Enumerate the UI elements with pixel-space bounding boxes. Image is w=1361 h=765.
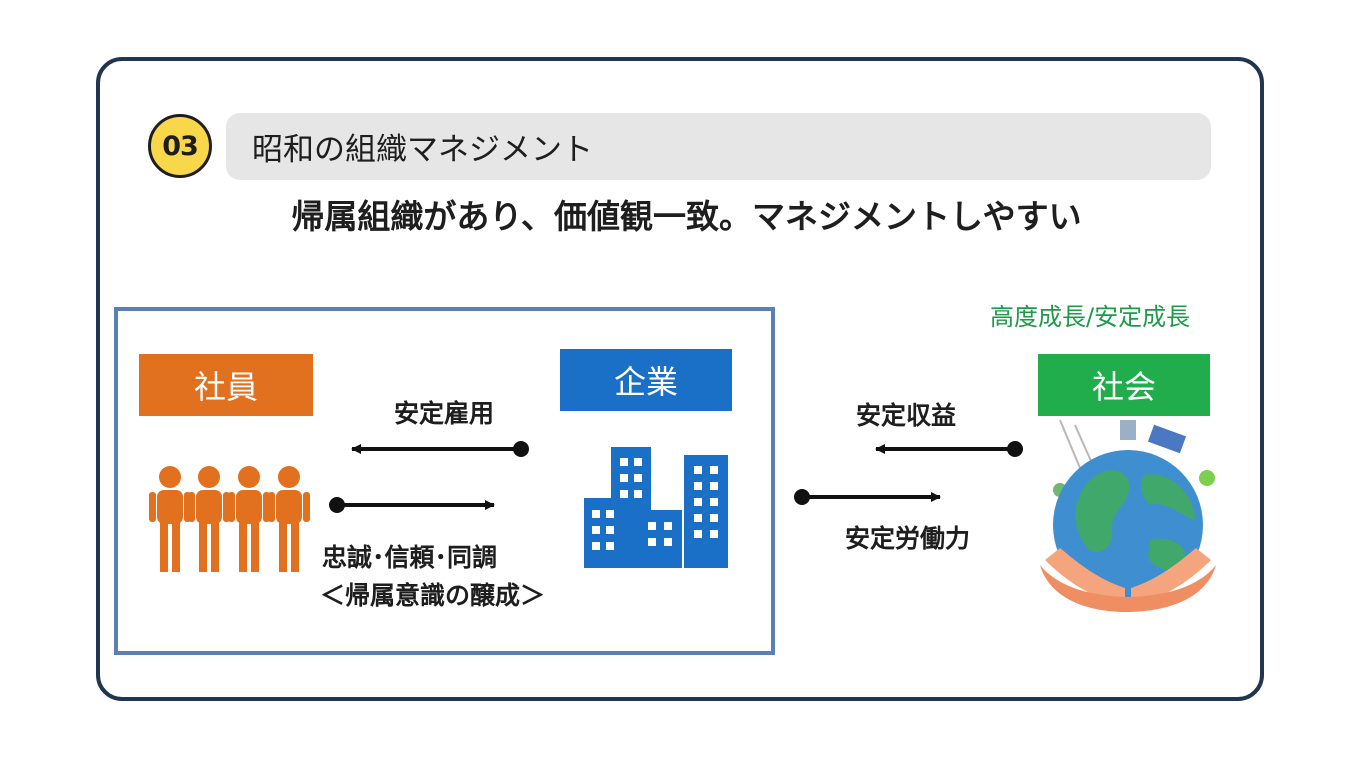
stable-employment-label: 安定雇用 xyxy=(394,399,495,428)
person-icon xyxy=(268,466,310,572)
section-title: 昭和の組織マネジメント xyxy=(252,132,593,168)
arrow-start-dot xyxy=(513,441,529,457)
arrow-start-dot xyxy=(329,497,345,513)
section-number-badge: 03 xyxy=(148,114,212,178)
society-growth-note: 高度成長/安定成長 xyxy=(990,303,1191,331)
stable-revenue-label: 安定収益 xyxy=(856,401,957,430)
section-title-bar: 昭和の組織マネジメント xyxy=(226,113,1211,180)
person-icon xyxy=(188,466,230,572)
arrow-start-dot xyxy=(1007,441,1023,457)
company-label: 企業 xyxy=(560,349,732,411)
section-subtitle: 帰属組織があり、価値観一致。マネジメントしやすい xyxy=(291,197,1082,236)
belonging-label: ＜帰属意識の醸成＞ xyxy=(320,581,546,610)
company-boundary-frame xyxy=(114,307,775,655)
earth-in-hands-icon xyxy=(1040,419,1216,612)
society-label: 社会 xyxy=(1038,354,1210,416)
loyalty-label: 忠誠･信頼･同調 xyxy=(322,543,498,572)
person-icon xyxy=(228,466,270,572)
arrow-start-dot xyxy=(794,489,810,505)
stable-labor-label: 安定労働力 xyxy=(845,524,971,553)
person-icon xyxy=(149,466,191,572)
employees-icon xyxy=(149,466,310,572)
buildings-icon xyxy=(584,447,728,568)
employee-label: 社員 xyxy=(139,354,313,416)
